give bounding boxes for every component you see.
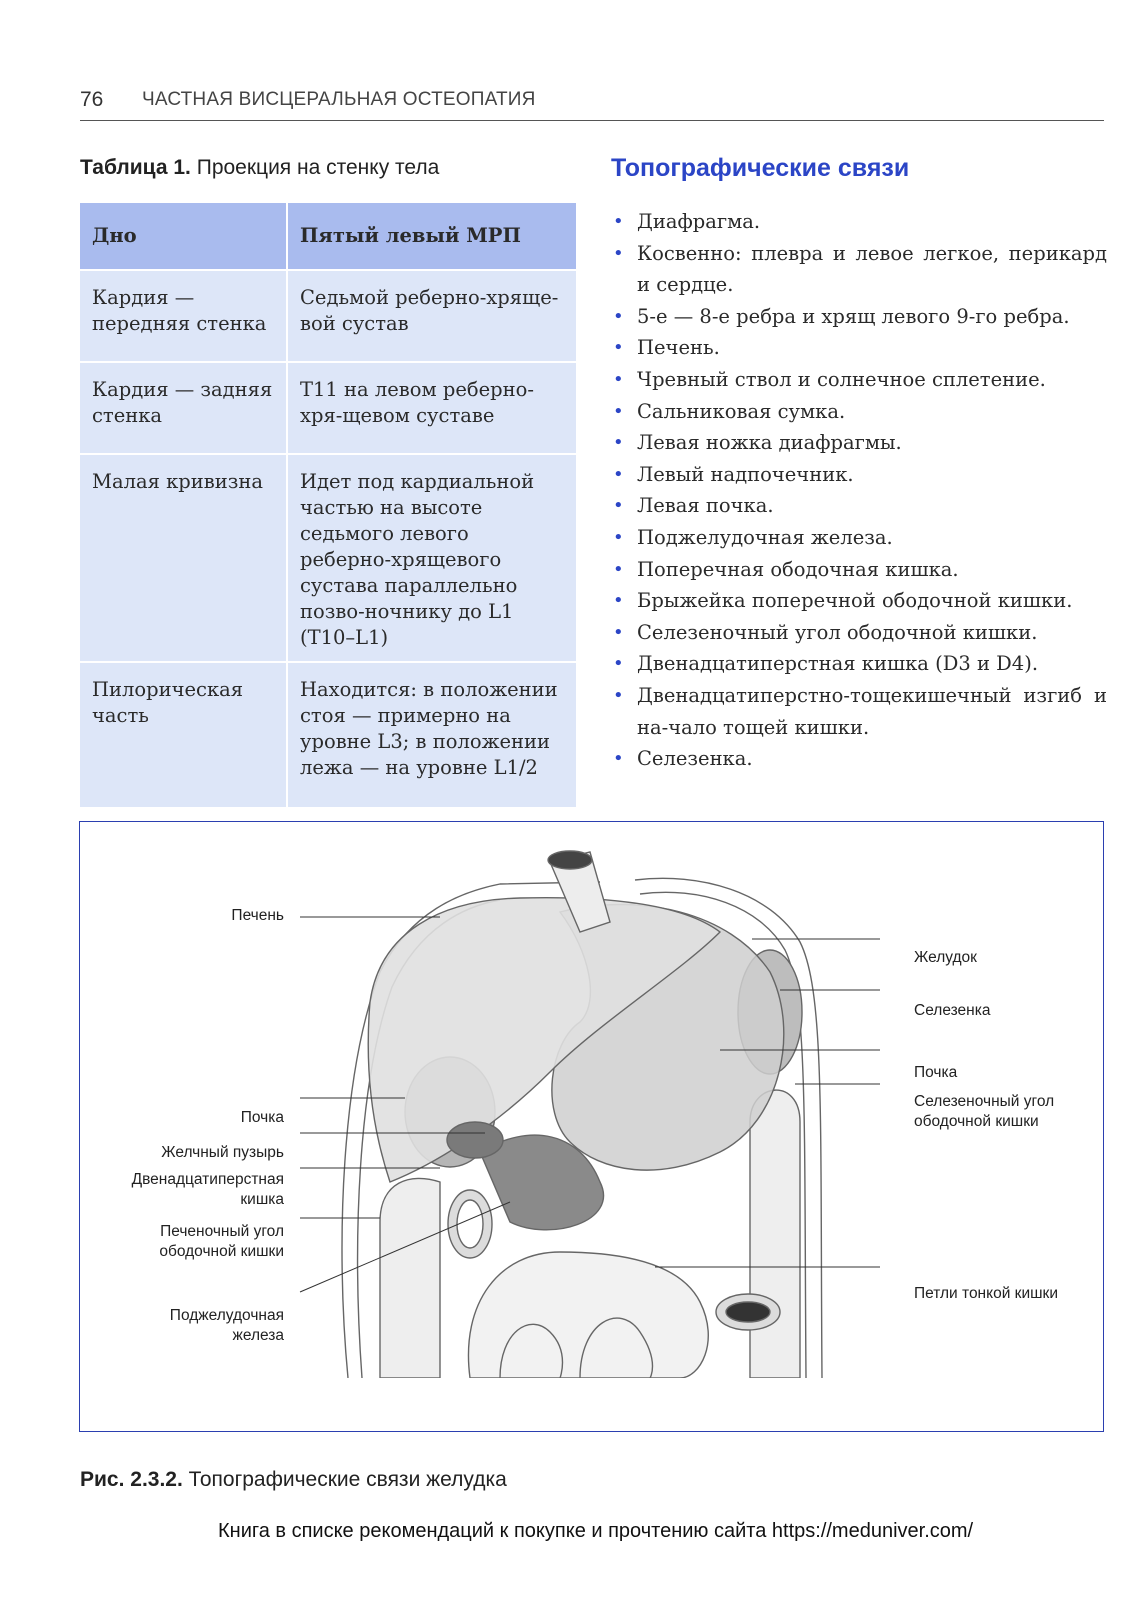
colon-lumen (456, 1199, 484, 1249)
list-item: •Поперечная ободочная кишка. (611, 554, 1107, 586)
bullet-icon: • (613, 432, 624, 454)
bullet-icon: • (613, 621, 624, 643)
label-stomach: Желудок (914, 949, 977, 966)
footer-note: Книга в списке рекомендаций к покупке и … (218, 1520, 974, 1542)
page-header: 76 ЧАСТНАЯ ВИСЦЕРАЛЬНАЯ ОСТЕОПАТИЯ (80, 84, 1104, 121)
list-item: •Левый надпочечник. (611, 459, 1107, 491)
table-cell: Находится: в положении стоя — примерно н… (287, 662, 578, 809)
table-cell: Идет под кардиальной частью на высоте се… (287, 454, 578, 663)
list-item: •Поджелудочная железа. (611, 522, 1107, 554)
list-item: •Косвенно: плевра и левое легкое, перика… (611, 238, 1107, 301)
list-item: •Двенадцатиперстно-тощекишечный изгиб и … (611, 680, 1107, 743)
table-caption-label: Таблица 1. (80, 156, 191, 179)
jejunum-lumen (725, 1301, 771, 1323)
label-pancreas: Поджелудочная железа (169, 1307, 284, 1344)
table-header-cell: Пятый левый МРП (287, 203, 578, 271)
list-item: •Печень. (611, 332, 1107, 364)
section-heading: Топографические связи (611, 154, 910, 182)
esophagus-lumen (547, 850, 593, 870)
list-item: •Селезенка. (611, 743, 1107, 775)
rib-outline-right (634, 877, 823, 1378)
list-item: •Сальниковая сумка. (611, 396, 1107, 428)
table-row: Кардия — задняя стенка T11 на левом ребе… (80, 362, 578, 455)
table-cell: Пилорическая часть (80, 662, 288, 809)
list-item: •Чревный ствол и солнечное сплетение. (611, 364, 1107, 396)
list-item: •Двенадцатиперстная кишка (D3 и D4). (611, 648, 1107, 680)
anatomy-illustration (299, 850, 880, 1378)
bullet-icon: • (613, 305, 624, 327)
topographic-links-list: •Диафрагма. •Косвенно: плевра и левое ле… (611, 206, 1107, 775)
label-hepatic-flexure: Печеночный угол ободочной кишки (159, 1223, 284, 1260)
bullet-icon: • (613, 748, 624, 770)
list-item: •Брыжейка поперечной ободочной кишки. (611, 585, 1107, 617)
table-caption-text: Проекция на стенку тела (190, 156, 440, 179)
bullet-icon: • (613, 211, 624, 232)
list-item: •Диафрагма. (611, 206, 1107, 238)
table-row: Кардия — передняя стенка Седьмой реберно… (80, 270, 578, 363)
figure-caption-label: Рис. 2.3.2. (80, 1468, 183, 1491)
gallbladder-shape (446, 1121, 504, 1159)
projection-table: Дно Пятый левый МРП Кардия — передняя ст… (80, 203, 578, 809)
table-cell: Кардия — задняя стенка (80, 362, 288, 455)
table-header-row: Дно Пятый левый МРП (80, 203, 578, 271)
label-liver: Печень (231, 907, 284, 924)
label-gallbladder: Желчный пузырь (161, 1144, 284, 1161)
table-row: Малая кривизна Идет под кардиальной част… (80, 454, 578, 663)
bullet-icon: • (613, 242, 624, 264)
bullet-icon: • (613, 684, 624, 706)
figure-caption-text: Топографические связи желудка (182, 1468, 507, 1491)
bullet-icon: • (613, 337, 624, 359)
table-cell: Малая кривизна (80, 454, 288, 663)
figure-frame (79, 821, 1104, 1432)
page-number: 76 (80, 88, 104, 111)
table-cell: Седьмой реберно-хряще-вой сустав (287, 270, 578, 363)
table-header-cell: Дно (80, 203, 288, 271)
bullet-icon: • (613, 526, 624, 548)
intestine-loop-line (579, 1317, 654, 1378)
table-cell: Кардия — передняя стенка (80, 270, 288, 363)
running-title: ЧАСТНАЯ ВИСЦЕРАЛЬНАЯ ОСТЕОПАТИЯ (142, 89, 536, 110)
descending-colon (749, 1089, 801, 1378)
label-splenic-flexure: Селезеночный угол ободочной кишки (914, 1093, 1055, 1130)
bullet-icon: • (613, 495, 624, 517)
list-item: •Селезеночный угол ободочной кишки. (611, 617, 1107, 649)
rib-outline-left (341, 881, 601, 1378)
bullet-icon: • (613, 590, 624, 612)
list-item: •Левая почка. (611, 490, 1107, 522)
ascending-colon (379, 1177, 441, 1378)
table-row: Пилорическая часть Находится: в положени… (80, 662, 578, 809)
intestine-loop-line (499, 1323, 564, 1378)
pancreas-shape (479, 1134, 604, 1231)
table-caption: Таблица 1. Проекция на стенку тела (80, 156, 439, 180)
bullet-icon: • (613, 558, 624, 580)
small-intestine-loops (467, 1251, 709, 1378)
label-spleen: Селезенка (914, 1002, 991, 1019)
liver-shape (367, 896, 722, 1183)
label-kidney-right: Почка (914, 1064, 958, 1081)
list-item: •Левая ножка диафрагмы. (611, 427, 1107, 459)
table-cell: T11 на левом реберно-хря-щевом суставе (287, 362, 578, 455)
leader-line-pancreas (299, 1201, 511, 1293)
label-duodenum: Двенадцатиперстная кишка (131, 1171, 284, 1208)
bullet-icon: • (613, 400, 624, 422)
bullet-icon: • (613, 653, 624, 675)
bullet-icon: • (613, 368, 624, 390)
list-item: •5-е — 8-е ребра и хрящ левого 9-го ребр… (611, 301, 1107, 333)
bullet-icon: • (613, 463, 624, 485)
figure-caption: Рис. 2.3.2. Топографические связи желудк… (80, 1468, 507, 1492)
label-small-intestine: Петли тонкой кишки (914, 1285, 1058, 1302)
label-kidney-left: Почка (240, 1109, 284, 1126)
